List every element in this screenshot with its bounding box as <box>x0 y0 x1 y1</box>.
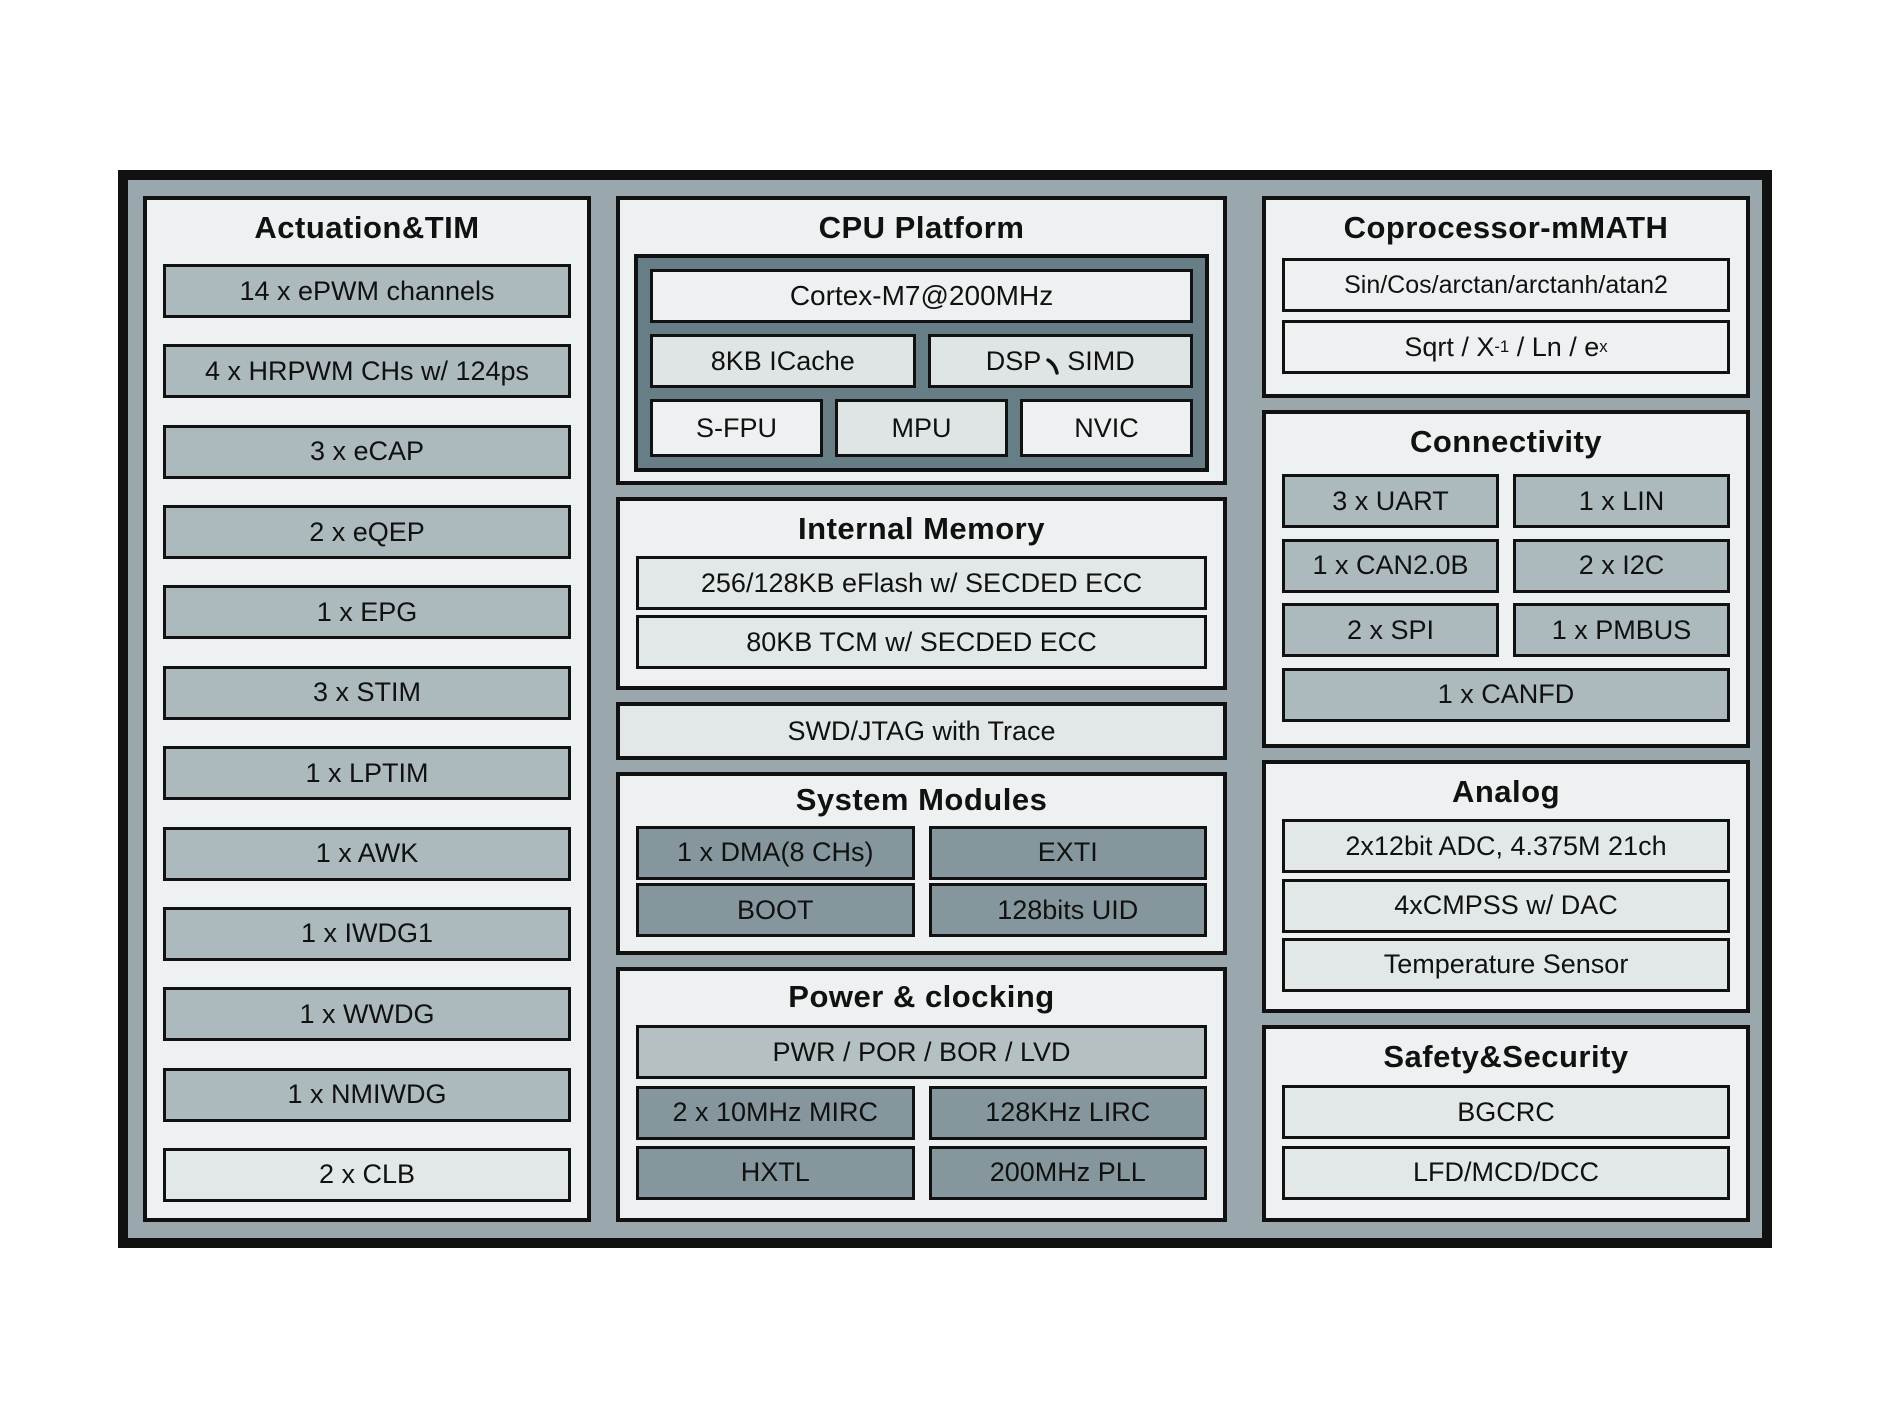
system-modules-row-1: 1 x DMA(8 CHs) EXTI <box>636 825 1207 880</box>
lirc-block: 128KHz LIRC <box>928 1085 1207 1140</box>
ideographic-comma-icon <box>1046 357 1059 375</box>
sfpu-block: S-FPU <box>650 399 823 457</box>
pmbus-block: 1 x PMBUS <box>1513 603 1730 658</box>
dsp-label: DSP <box>985 345 1042 376</box>
internal-memory-items: 256/128KB eFlash w/ SECDED ECC 80KB TCM … <box>620 551 1223 686</box>
trig-functions-block: Sin/Cos/arctan/arctanh/atan2 <box>1282 258 1730 312</box>
lfd-mcd-dcc-block: LFD/MCD/DCC <box>1282 1145 1730 1200</box>
uid-block: 128bits UID <box>928 883 1207 938</box>
power-clocking-title: Power & clocking <box>788 979 1055 1014</box>
system-modules-panel: System Modules 1 x DMA(8 CHs) EXTI BOOT … <box>616 772 1227 955</box>
bgcrc-block: BGCRC <box>1282 1085 1730 1140</box>
ecap-block: 3 x eCAP <box>163 424 571 479</box>
cpu-row-cache: 8KB ICache DSP SIMD <box>650 334 1193 388</box>
actuation-tim-title: Actuation&TIM <box>254 210 480 245</box>
power-row-1: 2 x 10MHz MIRC 128KHz LIRC <box>636 1085 1207 1140</box>
safety-security-items: BGCRC LFD/MCD/DCC <box>1266 1079 1746 1218</box>
spi-block: 2 x SPI <box>1282 603 1499 658</box>
cpu-platform-title: CPU Platform <box>818 210 1025 245</box>
connectivity-row-1: 3 x UART 1 x LIN <box>1282 474 1730 529</box>
cpu-core-container: Cortex-M7@200MHz 8KB ICache DSP SIMD S-F… <box>634 254 1209 472</box>
actuation-column: Actuation&TIM 14 x ePWM channels 4 x HRP… <box>143 196 591 1222</box>
power-row-2: HXTL 200MHz PLL <box>636 1145 1207 1200</box>
clb-block: 2 x CLB <box>163 1147 571 1202</box>
hxtl-block: HXTL <box>636 1145 915 1200</box>
eflash-block: 256/128KB eFlash w/ SECDED ECC <box>636 556 1207 610</box>
sqrt-part: Sqrt / X <box>1404 331 1495 362</box>
i2c-block: 2 x I2C <box>1513 538 1730 593</box>
tcm-block: 80KB TCM w/ SECDED ECC <box>636 615 1207 669</box>
cpu-column: CPU Platform Cortex-M7@200MHz 8KB ICache… <box>616 196 1227 1222</box>
connectivity-title: Connectivity <box>1409 424 1603 459</box>
coprocessor-items: Sin/Cos/arctan/arctanh/atan2 Sqrt / X-1 … <box>1266 250 1746 394</box>
nvic-block: NVIC <box>1020 399 1193 457</box>
analog-panel: Analog 2x12bit ADC, 4.375M 21ch 4xCMPSS … <box>1262 760 1750 1013</box>
cpu-platform-panel: CPU Platform Cortex-M7@200MHz 8KB ICache… <box>616 196 1227 485</box>
iwdg-block: 1 x IWDG1 <box>163 906 571 961</box>
hrpwm-block: 4 x HRPWM CHs w/ 124ps <box>163 344 571 399</box>
canfd-block: 1 x CANFD <box>1282 667 1730 722</box>
mpu-block: MPU <box>835 399 1008 457</box>
exti-block: EXTI <box>928 825 1207 880</box>
internal-memory-title: Internal Memory <box>798 511 1045 546</box>
connectivity-grid: 3 x UART 1 x LIN 1 x CAN2.0B 2 x I2C 2 x… <box>1266 464 1746 744</box>
can20b-block: 1 x CAN2.0B <box>1282 538 1499 593</box>
chip-outline: Actuation&TIM 14 x ePWM channels 4 x HRP… <box>118 170 1772 1248</box>
cortex-m7-core-block: Cortex-M7@200MHz <box>650 269 1193 323</box>
safety-security-panel: Safety&Security BGCRC LFD/MCD/DCC <box>1262 1025 1750 1222</box>
cpu-row-units: S-FPU MPU NVIC <box>650 399 1193 457</box>
boot-block: BOOT <box>636 883 915 938</box>
eqep-block: 2 x eQEP <box>163 505 571 560</box>
system-modules-grid: 1 x DMA(8 CHs) EXTI BOOT 128bits UID <box>620 822 1223 951</box>
coprocessor-panel: Coprocessor-mMATH Sin/Cos/arctan/arctanh… <box>1262 196 1750 398</box>
pwr-por-bor-lvd-block: PWR / POR / BOR / LVD <box>636 1025 1207 1080</box>
stim-block: 3 x STIM <box>163 665 571 720</box>
connectivity-panel: Connectivity 3 x UART 1 x LIN 1 x CAN2.0… <box>1262 410 1750 748</box>
simd-label: SIMD <box>1067 345 1135 376</box>
actuation-tim-panel: Actuation&TIM 14 x ePWM channels 4 x HRP… <box>143 196 591 1222</box>
system-modules-row-2: BOOT 128bits UID <box>636 883 1207 938</box>
pll-block: 200MHz PLL <box>928 1145 1207 1200</box>
coprocessor-title: Coprocessor-mMATH <box>1343 210 1669 245</box>
dma-block: 1 x DMA(8 CHs) <box>636 825 915 880</box>
dsp-simd-block: DSP SIMD <box>927 334 1193 388</box>
swd-jtag-block: SWD/JTAG with Trace <box>616 702 1227 760</box>
power-clocking-panel: Power & clocking PWR / POR / BOR / LVD 2… <box>616 967 1227 1222</box>
uart-block: 3 x UART <box>1282 474 1499 529</box>
analog-title: Analog <box>1451 774 1561 809</box>
connectivity-row-3: 2 x SPI 1 x PMBUS <box>1282 603 1730 658</box>
mirc-block: 2 x 10MHz MIRC <box>636 1085 915 1140</box>
internal-memory-panel: Internal Memory 256/128KB eFlash w/ SECD… <box>616 497 1227 690</box>
system-modules-title: System Modules <box>795 782 1048 817</box>
lin-block: 1 x LIN <box>1513 474 1730 529</box>
peripherals-column: Coprocessor-mMATH Sin/Cos/arctan/arctanh… <box>1262 196 1750 1222</box>
power-clocking-grid: PWR / POR / BOR / LVD 2 x 10MHz MIRC 128… <box>620 1019 1223 1218</box>
wwdg-block: 1 x WWDG <box>163 987 571 1042</box>
adc-block: 2x12bit ADC, 4.375M 21ch <box>1282 819 1730 874</box>
analog-items: 2x12bit ADC, 4.375M 21ch 4xCMPSS w/ DAC … <box>1266 814 1746 1009</box>
connectivity-row-2: 1 x CAN2.0B 2 x I2C <box>1282 538 1730 593</box>
awk-block: 1 x AWK <box>163 826 571 881</box>
epwm-channels-block: 14 x ePWM channels <box>163 264 571 318</box>
icache-block: 8KB ICache <box>650 334 916 388</box>
actuation-tim-items: 14 x ePWM channels 4 x HRPWM CHs w/ 124p… <box>147 250 587 1218</box>
lptim-block: 1 x LPTIM <box>163 746 571 801</box>
cmpss-block: 4xCMPSS w/ DAC <box>1282 878 1730 933</box>
epg-block: 1 x EPG <box>163 585 571 640</box>
temp-sensor-block: Temperature Sensor <box>1282 937 1730 992</box>
ln-part: / Ln / e <box>1509 331 1600 362</box>
safety-security-title: Safety&Security <box>1383 1039 1629 1074</box>
nmiwdg-block: 1 x NMIWDG <box>163 1067 571 1122</box>
